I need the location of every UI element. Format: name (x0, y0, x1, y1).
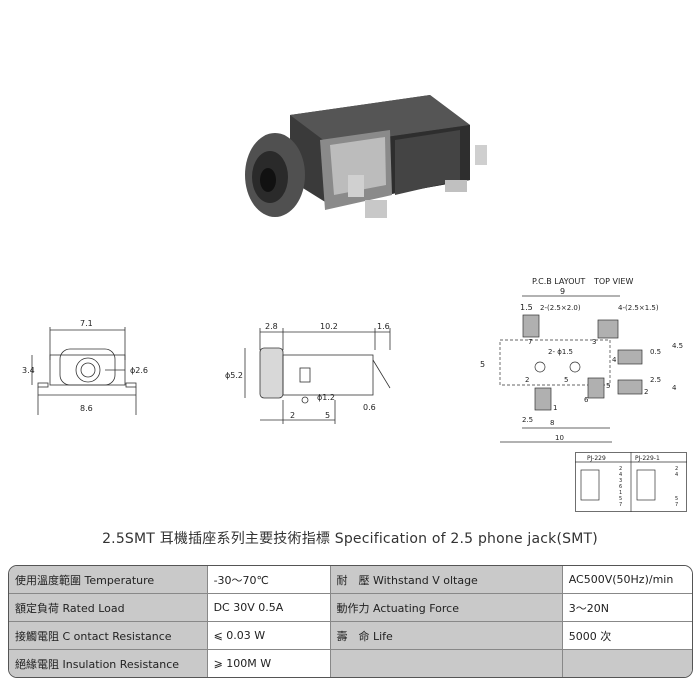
schematic-pin: 1 (619, 490, 622, 496)
pcb-v3-dim: 5 (480, 360, 485, 369)
top-view-title: TOP VIEW (593, 277, 633, 286)
pcb-pad-b-dim: 4-(2.5×1.5) (618, 304, 659, 312)
schematic-pin: 4 (675, 472, 678, 478)
pcb-layout-drawing: P.C.B LAYOUT TOP VIEW 9 1.5 2-(2.5×2.0) … (480, 277, 683, 443)
schematic-pin: 7 (619, 502, 622, 508)
schematic-pin: 2 (619, 466, 622, 472)
schematic-pin: 5 (619, 496, 622, 502)
spec-row: 絕緣電阻 Insulation Resistance ⩾ 100M W (9, 649, 692, 677)
pcb-pin-label: 7 (528, 338, 532, 346)
pcb-pin-label: 4 (612, 356, 617, 364)
spec-value-insulation-resistance: ⩾ 100M W (207, 649, 331, 677)
schematic-pin: 5 (675, 496, 678, 502)
side-left-dim: 2.8 (265, 322, 278, 331)
pcb-b2-dim: 8 (550, 419, 554, 427)
pcb-pin-label: 5 (606, 382, 610, 390)
product-photo (245, 95, 487, 218)
schematic-drawing: PJ-229 PJ-229-1 2 4 3 6 1 5 7 2 4 5 7 (575, 452, 687, 512)
spec-label-actuating-force: 動作力 Actuating Force (330, 593, 563, 622)
pcb-layout-title: P.C.B LAYOUT (532, 277, 585, 286)
front-view-drawing: 7.1 3.4 ϕ2.6 8.6 (22, 319, 148, 415)
spec-label-withstand-voltage: 耐 壓 Withstand V oltage (330, 566, 563, 594)
pcb-v5-dim: 4 (672, 384, 677, 392)
pcb-v2-dim: 4.5 (672, 342, 683, 350)
spec-empty-cell (562, 649, 692, 677)
front-width-dim: 7.1 (80, 319, 93, 328)
spec-row: 使用溫度範圍 Temperature -30～70℃ 耐 壓 Withstand… (9, 566, 692, 594)
pcb-h1-dim: 2 (525, 376, 529, 384)
pcb-pin-label: 3 (592, 338, 596, 346)
side-middle-dim: 10.2 (320, 322, 338, 331)
spec-table: 使用溫度範圍 Temperature -30～70℃ 耐 壓 Withstand… (8, 565, 693, 678)
pcb-h2-dim: 5 (564, 376, 568, 384)
pcb-total-dim: 9 (560, 287, 565, 296)
front-height-dim: 3.4 (22, 366, 35, 375)
pcb-pin-label: 2 (644, 388, 648, 396)
side-height-dim: ϕ5.2 (225, 371, 243, 380)
pcb-v1-dim: 0.5 (650, 348, 661, 356)
schematic-left-title: PJ-229 (587, 455, 606, 462)
front-hole-dim: ϕ2.6 (130, 366, 148, 375)
spec-value-life: 5000 次 (562, 621, 692, 650)
spec-label-contact-resistance: 接觸電阻 C ontact Resistance (9, 621, 208, 650)
side-pin-dim: ϕ1.2 (317, 393, 335, 402)
spec-label-temperature: 使用溫度範圍 Temperature (9, 566, 208, 594)
spec-value-rated-load: DC 30V 0.5A (207, 593, 331, 622)
spec-value-withstand-voltage: AC500V(50Hz)/min (562, 566, 692, 594)
spec-value-actuating-force: 3～20N (562, 593, 692, 622)
spec-label-life: 壽 命 Life (330, 621, 563, 650)
pcb-b1-dim: 2.5 (522, 416, 533, 424)
schematic-pin: 3 (619, 478, 622, 484)
side-bottom-a-dim: 2 (290, 411, 295, 420)
side-bottom-c-dim: 0.6 (363, 403, 376, 412)
spec-value-contact-resistance: ⩽ 0.03 W (207, 621, 331, 650)
schematic-pin: 6 (619, 484, 622, 490)
side-bottom-b-dim: 5 (325, 411, 330, 420)
spec-row: 接觸電阻 C ontact Resistance ⩽ 0.03 W 壽 命 Li… (9, 621, 692, 650)
schematic-right-title: PJ-229-1 (635, 455, 660, 462)
schematic-pin: 7 (675, 502, 678, 508)
spec-value-temperature: -30～70℃ (207, 566, 331, 594)
pcb-b3-dim: 10 (555, 434, 564, 442)
spec-label-rated-load: 額定負荷 Rated Load (9, 593, 208, 622)
side-view-drawing: 2.8 10.2 1.6 ϕ5.2 ϕ1.2 2 5 0.6 (225, 322, 391, 424)
spec-title: 2.5SMT 耳機插座系列主要技術指標 Specification of 2.5… (102, 531, 598, 547)
pcb-hole-dim: 2- ϕ1.5 (548, 348, 573, 356)
pcb-pin-label: 1 (553, 404, 557, 412)
pcb-pin-label: 6 (584, 396, 589, 404)
side-right-dim: 1.6 (377, 322, 390, 331)
schematic-pin: 2 (675, 466, 678, 472)
spec-label-insulation-resistance: 絕緣電阻 Insulation Resistance (9, 649, 208, 677)
front-bottom-dim: 8.6 (80, 404, 93, 413)
spec-row: 額定負荷 Rated Load DC 30V 0.5A 動作力 Actuatin… (9, 593, 692, 622)
pcb-pad-a-dim: 2-(2.5×2.0) (540, 304, 581, 312)
spec-empty-cell (330, 649, 563, 677)
pcb-v4-dim: 2.5 (650, 376, 661, 384)
schematic-pin: 4 (619, 472, 622, 478)
pcb-d1-dim: 1.5 (520, 303, 533, 312)
